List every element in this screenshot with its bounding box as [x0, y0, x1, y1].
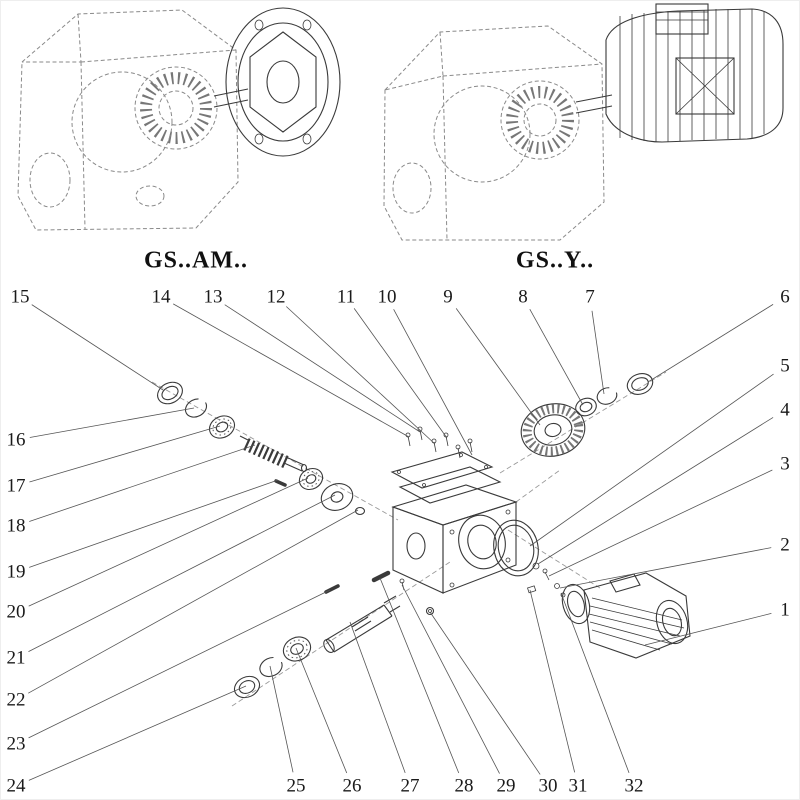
callout-number-32: 32: [624, 775, 644, 797]
variant-label-gs-y: GS..Y..: [515, 247, 595, 274]
leader-line-17: [29, 425, 221, 483]
callout-number-26: 26: [342, 775, 362, 797]
motor-y-drawing: [605, 3, 784, 143]
leader-line-24: [28, 685, 247, 781]
output-bearing-parts: [233, 636, 312, 699]
fastener-cluster: [527, 562, 566, 598]
leader-line-2: [559, 547, 772, 589]
leader-line-30: [429, 611, 541, 775]
callout-number-14: 14: [151, 286, 171, 308]
callout-number-7: 7: [585, 286, 595, 308]
leader-line-12: [286, 306, 436, 445]
callout-number-1: 1: [780, 599, 790, 621]
leader-line-23: [28, 589, 331, 739]
leader-line-10: [393, 309, 473, 456]
callout-number-3: 3: [780, 453, 790, 475]
leader-line-27: [349, 621, 406, 773]
callout-number-29: 29: [496, 775, 516, 797]
callout-number-27: 27: [400, 775, 420, 797]
callout-number-5: 5: [780, 355, 790, 377]
leader-line-8: [529, 309, 584, 406]
leader-line-25: [269, 665, 294, 773]
callout-number-25: 25: [286, 775, 306, 797]
callout-number-13: 13: [203, 286, 223, 308]
leader-line-5: [529, 373, 774, 547]
callout-number-8: 8: [518, 286, 528, 308]
assembly-axis-lines: [151, 371, 667, 707]
callout-number-4: 4: [780, 399, 790, 421]
gear-parts: [520, 373, 654, 457]
callout-number-2: 2: [780, 534, 790, 556]
callout-number-30: 30: [538, 775, 558, 797]
leader-line-32: [560, 592, 630, 774]
leader-line-6: [647, 304, 774, 383]
exploded-assembly: [151, 371, 691, 707]
callout-number-18: 18: [6, 515, 26, 537]
callout-number-28: 28: [454, 775, 474, 797]
callout-number-20: 20: [6, 601, 26, 623]
leader-line-4: [537, 417, 774, 565]
leader-line-7: [591, 310, 605, 395]
leader-line-9: [455, 308, 541, 426]
callout-number-22: 22: [6, 689, 26, 711]
cover-parts: [390, 426, 502, 504]
callout-number-9: 9: [443, 286, 453, 308]
gearbox-am-drawing: [17, 9, 249, 231]
callout-number-12: 12: [266, 286, 286, 308]
callout-number-19: 19: [6, 561, 26, 583]
callout-number-15: 15: [10, 286, 30, 308]
callout-number-11: 11: [336, 286, 356, 308]
leader-line-19: [29, 479, 279, 568]
leader-line-31: [529, 589, 576, 773]
variant-label-gs-am: GS..AM..: [144, 247, 248, 274]
leader-line-1: [644, 613, 772, 646]
callout-number-16: 16: [6, 429, 26, 451]
motor-drawing-exploded: [561, 572, 691, 659]
leader-line-22: [28, 509, 359, 694]
callout-number-21: 21: [6, 647, 26, 669]
housing-drawing: [391, 484, 518, 594]
leader-line-14: [172, 303, 410, 438]
leader-line-29: [401, 584, 500, 774]
callout-number-6: 6: [780, 286, 790, 308]
leader-line-18: [29, 444, 256, 522]
leader-line-3: [548, 469, 773, 577]
leader-line-16: [29, 407, 195, 438]
callout-number-23: 23: [6, 733, 26, 755]
flange-drawing: [225, 7, 341, 157]
callout-number-17: 17: [6, 475, 26, 497]
leader-line-26: [295, 647, 348, 774]
callout-number-31: 31: [568, 775, 588, 797]
leader-line-21: [28, 494, 336, 652]
leader-line-20: [28, 477, 309, 607]
callout-number-10: 10: [377, 286, 397, 308]
leader-line-13: [224, 304, 421, 433]
leader-line-28: [379, 577, 460, 774]
output-flange-ring: [493, 519, 539, 577]
leader-line-15: [31, 304, 164, 391]
callout-number-24: 24: [6, 775, 26, 797]
gearbox-y-drawing: [383, 25, 613, 241]
leader-line-11: [353, 308, 448, 439]
